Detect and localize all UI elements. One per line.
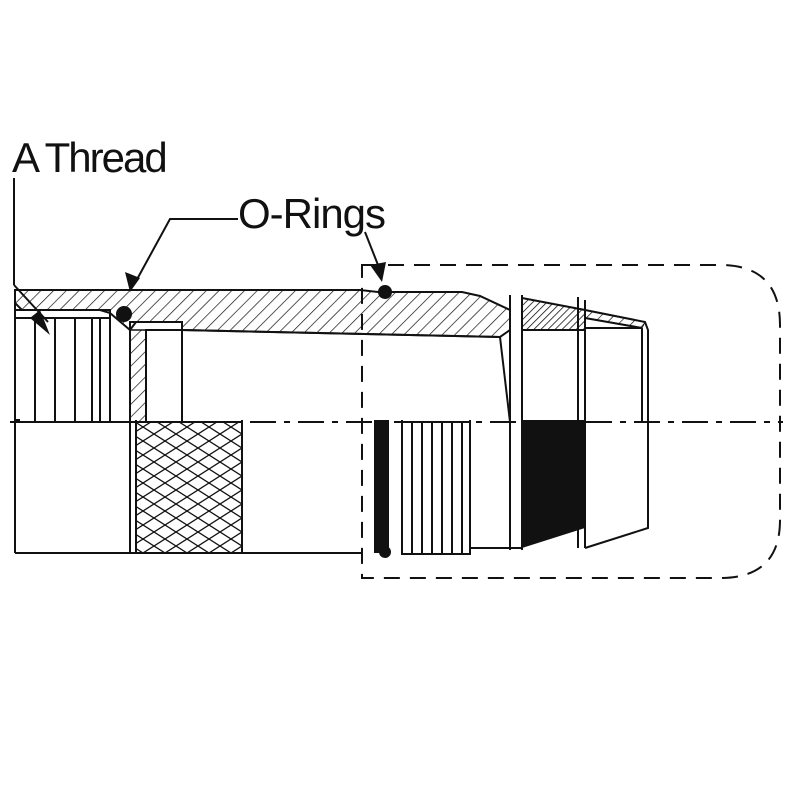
dashed-outline-box: [361, 264, 781, 579]
o-ring-arrow-head-left: [125, 272, 140, 292]
cone-hatched-section: [521, 296, 586, 331]
knurled-band: [135, 421, 243, 554]
thread-arrow-head: [30, 310, 50, 335]
o-ring-upper-dot: [378, 285, 392, 299]
insert-hatched-strip: [129, 329, 147, 423]
o-ring-band-lower: [375, 420, 389, 553]
end-cap-hatch: [584, 309, 646, 329]
grooved-ring: [401, 421, 471, 555]
o-ring-arrow-head-right: [370, 262, 386, 282]
cone-solid-section: [522, 420, 585, 548]
hatched-sleeve-section: [14, 289, 511, 339]
o-ring-left-dot: [116, 306, 132, 322]
label-o-rings: O-Rings: [238, 190, 385, 237]
thread-section: [14, 309, 111, 423]
label-a-thread: A Thread: [12, 134, 166, 181]
o-ring-lower-dot: [379, 546, 391, 558]
